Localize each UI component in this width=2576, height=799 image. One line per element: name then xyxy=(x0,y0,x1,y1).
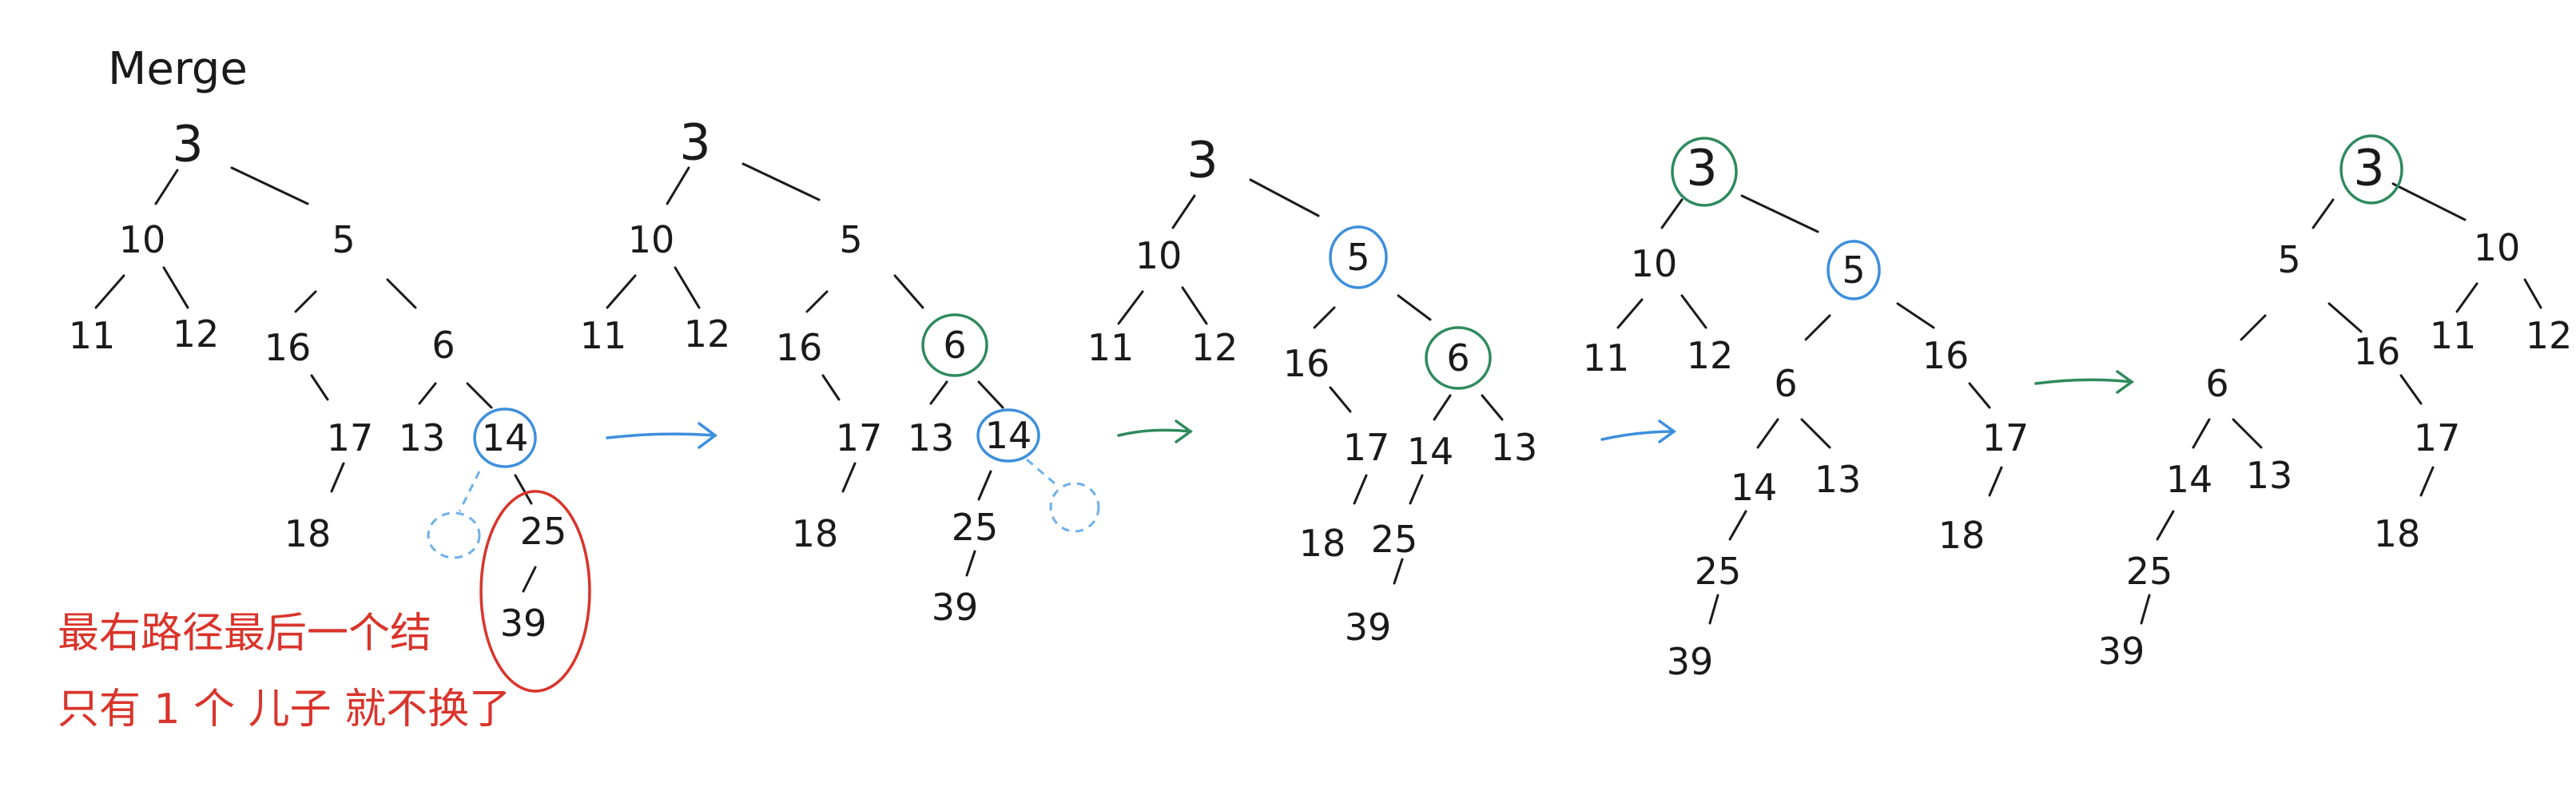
tree-2-node: 18 xyxy=(792,512,839,555)
highlight-circle xyxy=(921,313,988,377)
highlight-circle xyxy=(1827,240,1881,300)
tree-3-node: 11 xyxy=(1087,326,1135,369)
tree-5-node: 39 xyxy=(2098,630,2145,673)
tree-5-node: 17 xyxy=(2414,416,2461,459)
tree-2-node: 16 xyxy=(776,326,823,369)
highlight-circle xyxy=(473,407,537,468)
annotation-line-1: 最右路径最后一个结 xyxy=(58,610,431,658)
tree-3-node: 16 xyxy=(1283,342,1330,385)
tree-5-node: 14 xyxy=(2166,458,2213,501)
annotation-line-2: 只有 1 个 儿子 就不换了 xyxy=(58,686,511,733)
arrow-4 xyxy=(2034,370,2134,394)
annotation: 最右路径最后一个结 只有 1 个 儿子 就不换了 xyxy=(58,610,511,733)
tree-4-node: 39 xyxy=(1667,640,1714,683)
tree-5-node: 6 xyxy=(2205,362,2228,405)
tree-2-node: 39 xyxy=(932,586,979,629)
tree-1-node: 14 xyxy=(482,416,529,459)
tree-5-node: 18 xyxy=(2374,512,2421,555)
tree-1-node: 17 xyxy=(327,416,374,459)
highlight-circle xyxy=(1425,326,1492,390)
tree-3-node: 17 xyxy=(1343,426,1390,469)
tree-1-node: 16 xyxy=(264,326,312,369)
tree-2-node: 17 xyxy=(836,416,883,459)
tree-3-node: 3 xyxy=(1187,131,1218,189)
tree-2-node: 25 xyxy=(952,506,999,549)
diagram-title: Merge xyxy=(108,43,248,95)
tree-3-node: 5 xyxy=(1346,236,1369,279)
arrow-1 xyxy=(606,422,718,449)
tree-4-node: 14 xyxy=(1731,466,1778,509)
tree-3-node: 10 xyxy=(1135,234,1183,277)
tree-2-node: 6 xyxy=(943,324,966,367)
tree-5-node: 5 xyxy=(2277,238,2300,281)
tree-4-node: 17 xyxy=(1982,416,2029,459)
dashed-edge xyxy=(1026,458,1055,485)
tree-1-node: 3 xyxy=(172,115,203,173)
tree-3-node: 39 xyxy=(1345,606,1392,649)
tree-1-node: 10 xyxy=(119,218,166,261)
tree-3-node: 18 xyxy=(1299,522,1346,565)
highlight-circle xyxy=(976,408,1040,463)
tree-1-node: 13 xyxy=(399,416,446,459)
tree-1: 3 10 5 11 12 16 6 17 13 14 18 25 39 xyxy=(69,115,591,693)
tree-2: 3 10 5 11 12 16 6 17 13 14 18 25 39 xyxy=(580,113,1100,629)
tree-5-node: 25 xyxy=(2126,550,2173,593)
tree-3-node: 14 xyxy=(1407,430,1454,473)
tree-5-node: 11 xyxy=(2430,314,2477,357)
empty-child-placeholder xyxy=(427,511,481,559)
tree-1-node: 25 xyxy=(520,510,567,553)
tree-1-node: 6 xyxy=(431,324,455,367)
tree-4-node: 12 xyxy=(1687,334,1734,377)
tree-3-node: 12 xyxy=(1191,326,1238,369)
tree-5-node: 13 xyxy=(2246,454,2293,497)
tree-4-node: 25 xyxy=(1695,550,1742,593)
tree-2-node: 10 xyxy=(628,218,675,261)
arrow-2 xyxy=(1117,419,1193,443)
tree-4-node: 13 xyxy=(1815,458,1862,501)
tree-5-node: 10 xyxy=(2474,226,2521,269)
empty-child-placeholder xyxy=(1049,482,1100,533)
tree-3: 3 10 5 11 12 16 6 17 14 13 18 25 39 xyxy=(1087,131,1538,650)
tree-3-node: 25 xyxy=(1371,518,1418,561)
dashed-edge xyxy=(458,471,481,512)
tree-4-node: 10 xyxy=(1631,242,1678,285)
tree-5-node: 12 xyxy=(2526,314,2573,357)
tree-3-node: 6 xyxy=(1446,336,1469,380)
highlight-circle xyxy=(479,490,591,693)
tree-2-node: 11 xyxy=(580,314,627,357)
arrow-3 xyxy=(1600,419,1676,443)
tree-4-node: 6 xyxy=(1774,362,1797,405)
highlight-circle xyxy=(1671,137,1738,207)
tree-2-node: 14 xyxy=(985,414,1032,457)
tree-5-node: 16 xyxy=(2354,330,2401,373)
tree-4-node: 16 xyxy=(1922,334,1970,377)
tree-5-node: 3 xyxy=(2353,139,2384,197)
tree-2-node: 5 xyxy=(839,218,862,261)
highlight-circle xyxy=(2339,134,2403,205)
tree-5: 3 5 10 6 16 11 12 14 13 17 25 18 39 xyxy=(2098,134,2573,673)
tree-1-node: 12 xyxy=(173,312,220,356)
tree-1-node: 18 xyxy=(284,512,332,555)
tree-1-node: 39 xyxy=(500,602,547,645)
tree-4-node: 18 xyxy=(1938,514,1986,557)
tree-4-node: 3 xyxy=(1686,139,1717,197)
tree-2-node: 3 xyxy=(679,113,710,172)
tree-1-node: 11 xyxy=(69,314,116,357)
highlight-circle xyxy=(1329,225,1388,289)
tree-4-node: 11 xyxy=(1583,336,1630,380)
tree-2-node: 12 xyxy=(684,312,731,356)
tree-3-node: 13 xyxy=(1491,426,1538,469)
tree-1-node: 5 xyxy=(332,218,355,261)
tree-2-node: 13 xyxy=(908,416,955,459)
tree-4-node: 5 xyxy=(1842,248,1865,292)
tree-4: 3 10 5 11 12 6 16 14 13 17 25 18 39 xyxy=(1583,137,2029,683)
